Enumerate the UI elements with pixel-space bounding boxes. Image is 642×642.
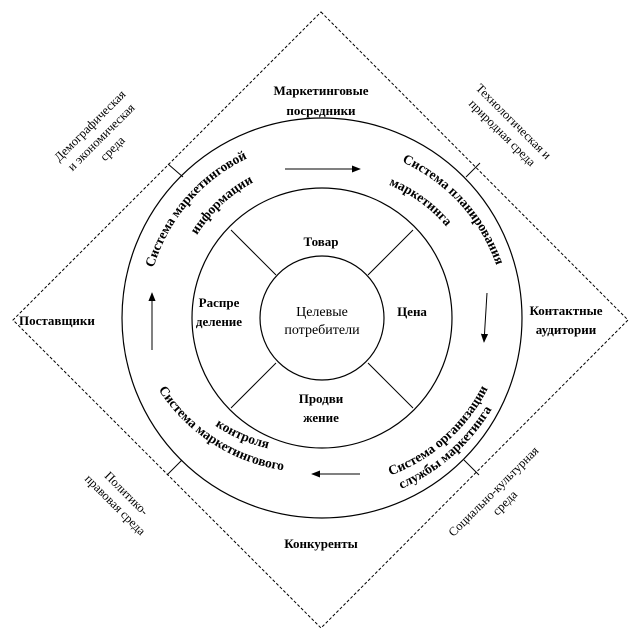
connector-bottom-right (463, 459, 480, 476)
connector-top-left (167, 163, 184, 178)
corner-top-left: Демографическая и экономическая среда (51, 87, 137, 173)
connector-bottom-left (166, 459, 183, 476)
env-right-line1: Контактные (529, 303, 602, 318)
spoke-bottom-right (367, 362, 414, 409)
mix-distribution-line1: Распре (199, 295, 240, 310)
mix-product: Товар (303, 234, 338, 249)
corner-bottom-left: Политико- правовая среда (82, 469, 151, 539)
connector-top-right (465, 162, 481, 178)
env-top-line1: Маркетинговые (274, 83, 369, 98)
spoke-top-left (230, 229, 277, 276)
mix-promotion-line1: Продви (299, 391, 344, 406)
system-info-line1: Система маркетинговой (142, 147, 249, 268)
arrow-right (480, 292, 489, 343)
env-left: Поставщики (19, 313, 95, 328)
inner-circle (259, 255, 385, 381)
env-top-line2: посредники (286, 103, 356, 118)
spoke-top-right (367, 229, 414, 276)
svg-text:Социально-культурная: Социально-культурная (446, 443, 542, 539)
mix-price: Цена (397, 304, 427, 319)
corner-bottom-right: Социально-культурная среда (446, 443, 542, 539)
center-line1: Целевые (296, 305, 348, 320)
spoke-bottom-left (230, 362, 277, 409)
center-line2: потребители (284, 323, 360, 338)
mix-distribution-line2: деление (196, 314, 242, 329)
env-right-line2: аудитории (536, 322, 597, 337)
outer-circle (121, 117, 523, 519)
env-bottom: Конкуренты (284, 536, 358, 551)
middle-circle (191, 187, 453, 449)
environment-diamond (12, 11, 629, 629)
system-org-line2: службы маркетинга (396, 403, 494, 492)
corner-top-right: Технологическая и природная среда (466, 81, 554, 169)
mix-promotion-line2: жение (303, 410, 339, 425)
